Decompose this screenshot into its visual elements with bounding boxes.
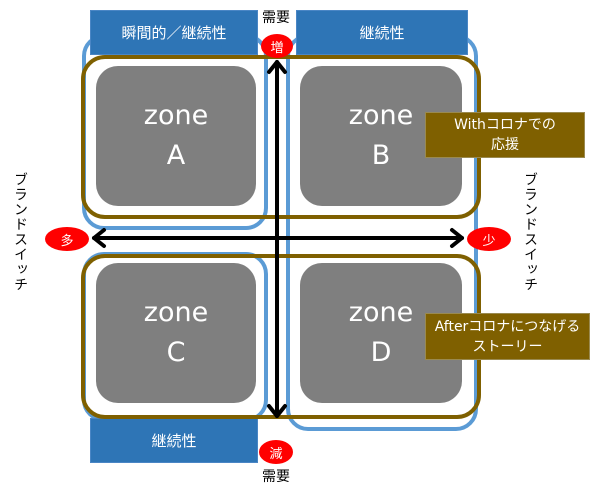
arrow-left-head: [92, 228, 106, 248]
decrease-badge: 減: [259, 440, 293, 464]
brand-switch-right: ブランドスイッチ: [522, 172, 538, 292]
demand-label-top: 需要: [262, 10, 290, 26]
zone-a-letter: A: [166, 140, 186, 171]
with-corona-line2: 応援: [491, 137, 519, 153]
with-corona-label: Withコロナでの 応援: [425, 112, 585, 158]
zone-b-word: zone: [348, 100, 414, 131]
zone-d-letter: D: [370, 337, 392, 368]
header-top-left: 瞬間的／継続性: [90, 10, 258, 55]
few-badge: 少: [467, 227, 511, 251]
zone-c-letter: C: [166, 337, 186, 368]
zone-c-word: zone: [143, 297, 209, 328]
arrow-right-head: [450, 228, 464, 248]
header-top-right: 継続性: [296, 10, 468, 55]
brand-switch-left: ブランドスイッチ: [12, 172, 28, 292]
demand-label-bottom: 需要: [262, 469, 290, 485]
zone-b-letter: B: [371, 140, 391, 171]
arrow-down-head: [267, 404, 287, 418]
after-corona-label: Afterコロナにつなげる ストーリー: [425, 313, 590, 360]
after-corona-line1: Afterコロナにつなげる: [434, 318, 581, 335]
many-badge: 多: [45, 227, 89, 251]
zone-a-word: zone: [143, 100, 209, 131]
zone-d-word: zone: [348, 297, 414, 328]
header-bottom-left: 継続性: [90, 418, 258, 463]
increase-badge: 増: [261, 34, 293, 58]
arrow-up-head: [267, 60, 287, 74]
with-corona-line1: Withコロナでの: [454, 117, 556, 133]
after-corona-line2: ストーリー: [472, 338, 543, 355]
